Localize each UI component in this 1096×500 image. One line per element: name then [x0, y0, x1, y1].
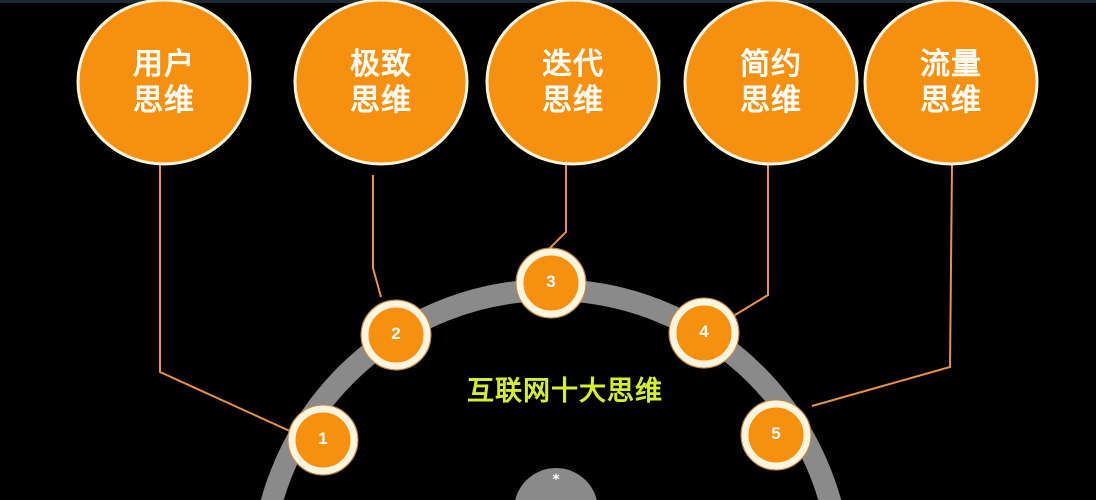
concept-label-2: 极致 思维	[321, 47, 441, 119]
center-star-icon: *	[552, 472, 560, 488]
concept-circle-1	[76, 0, 252, 166]
center-hub	[515, 468, 597, 500]
concept-label-line1: 流量	[920, 47, 982, 82]
connector-2	[372, 175, 382, 298]
concept-label-line1: 极致	[350, 47, 412, 82]
number-circle-1	[288, 405, 358, 475]
concept-label-1: 用户 思维	[104, 47, 224, 119]
concept-circle-3	[485, 0, 661, 166]
top-border	[0, 0, 1096, 3]
concept-label-line1: 迭代	[542, 47, 604, 82]
concept-label-line2: 思维	[350, 83, 412, 118]
number-label-4: 4	[699, 322, 709, 341]
concept-label-line1: 用户	[133, 47, 195, 82]
concept-label-5: 流量 思维	[891, 47, 1011, 119]
number-circle-5	[741, 400, 811, 470]
concept-circle-5	[863, 0, 1039, 166]
number-label-5: 5	[771, 424, 781, 443]
concept-label-line1: 简约	[740, 47, 802, 82]
concept-label-line2: 思维	[542, 83, 604, 118]
concept-label-line2: 思维	[920, 83, 982, 118]
concept-label-3: 迭代 思维	[513, 47, 633, 119]
concept-circle-2	[293, 0, 469, 166]
number-circle-4	[669, 298, 739, 368]
number-label-1: 1	[318, 429, 328, 448]
connector-5	[811, 164, 953, 407]
connector-1	[159, 165, 293, 433]
concept-label-line2: 思维	[740, 83, 802, 118]
connector-3	[545, 165, 567, 253]
diagram-title: 互联网十大思维	[467, 376, 663, 407]
number-label-3: 3	[546, 272, 556, 291]
number-circle-3	[516, 248, 586, 318]
number-label-2: 2	[391, 324, 401, 343]
concept-label-4: 简约 思维	[711, 47, 831, 119]
connector-4	[729, 165, 769, 319]
concept-label-line2: 思维	[133, 83, 195, 118]
concept-circle-4	[683, 0, 859, 166]
number-circle-2	[361, 300, 431, 370]
